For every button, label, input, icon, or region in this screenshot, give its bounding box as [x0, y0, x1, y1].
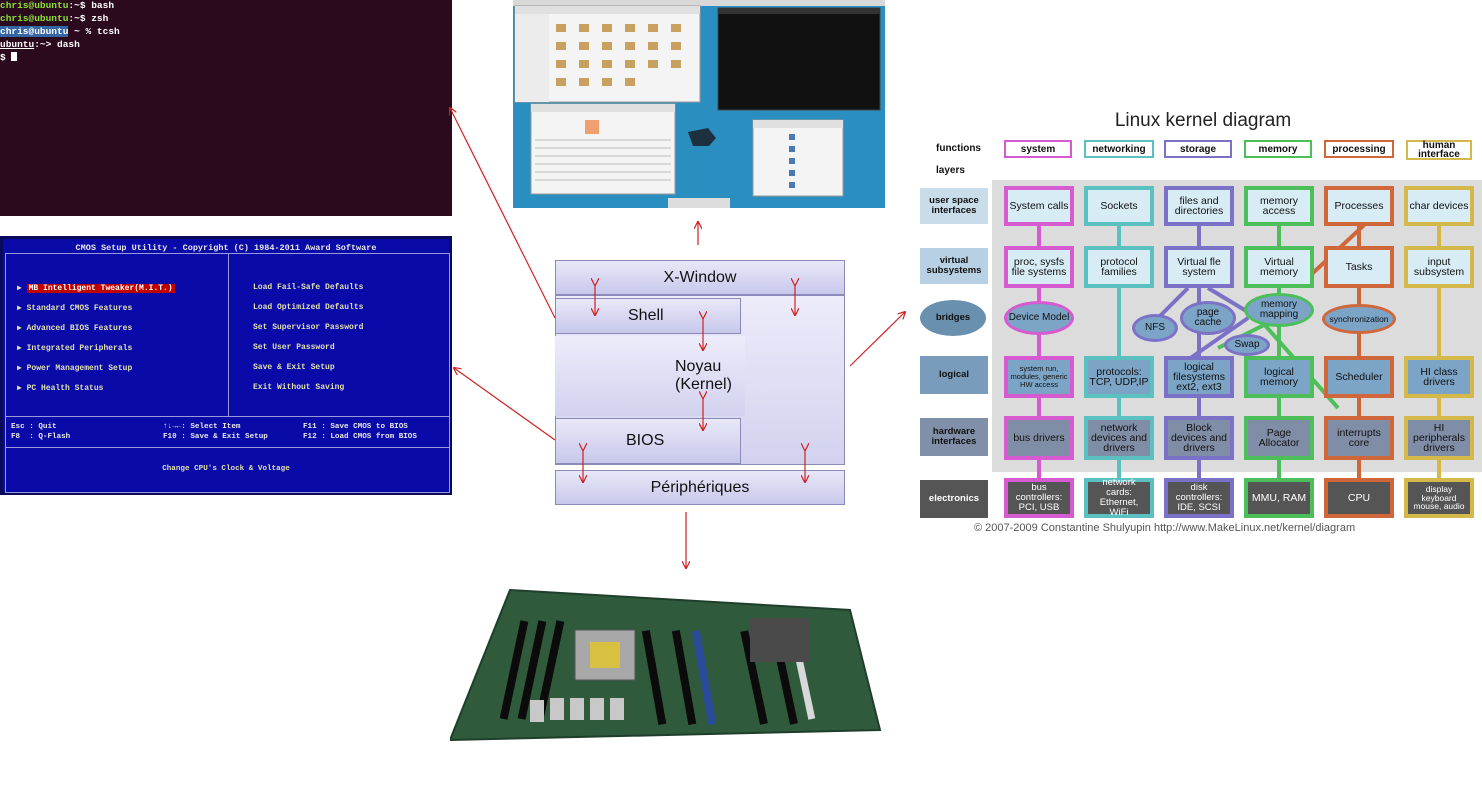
- cell-system-run: system run, modules, generic HW access: [1004, 356, 1074, 398]
- bios-menu-item[interactable]: ▶ MB Intelligent Tweaker(M.I.T.): [17, 284, 175, 293]
- bios-menu-item[interactable]: ▶ Standard CMOS Features: [17, 304, 133, 313]
- cell-page-allocator: Page Allocator: [1244, 416, 1314, 460]
- bios-menu-item[interactable]: Set User Password: [253, 343, 335, 352]
- cell-bus-controllers: bus controllers: PCI, USB: [1004, 478, 1074, 518]
- cell-nfs: NFS: [1132, 314, 1178, 342]
- layer-peripheriques: Périphériques: [555, 470, 845, 505]
- row-label-bridges: bridges: [920, 300, 986, 336]
- cell-network-devices: network devices and drivers: [1084, 416, 1154, 460]
- cell-protocol-families: protocol families: [1084, 246, 1154, 288]
- bios-menu-item[interactable]: ▶ Integrated Peripherals: [17, 344, 133, 353]
- row-label-logical: logical: [920, 356, 988, 394]
- bios-menu-item[interactable]: ▶ PC Health Status: [17, 384, 104, 393]
- layers-label: layers: [936, 165, 965, 176]
- terminal-screenshot: chris@ubuntu:~$ bash chris@ubuntu:~$ zsh…: [0, 0, 452, 216]
- arrow-kernel-to-diagram: [849, 312, 905, 367]
- bios-key-help: ↑↓→←: Select Item: [163, 423, 241, 431]
- cell-hi-peripherals: HI peripherals drivers: [1404, 416, 1474, 460]
- bios-screenshot: CMOS Setup Utility - Copyright (C) 1984-…: [0, 236, 452, 495]
- terminal-line: chris@ubuntu:~$ bash: [0, 0, 115, 11]
- arrow-shell-to-terminal: [450, 108, 556, 319]
- cell-memory-access: memory access: [1244, 186, 1314, 226]
- bios-key-help: F12 : Load CMOS from BIOS: [303, 433, 417, 441]
- cell-cpu: CPU: [1324, 478, 1394, 518]
- bios-menu-item[interactable]: Save & Exit Setup: [253, 363, 335, 372]
- cell-block-devices: Block devices and drivers: [1164, 416, 1234, 460]
- bios-menu-item[interactable]: ▶ Advanced BIOS Features: [17, 324, 133, 333]
- cell-char-devices: char devices: [1404, 186, 1474, 226]
- row-label-electronics: electronics: [920, 480, 988, 518]
- cell-bus-drivers: bus drivers: [1004, 416, 1074, 460]
- bios-key-help: Esc : Quit: [11, 423, 57, 431]
- bios-key-help: F10 : Save & Exit Setup: [163, 433, 268, 441]
- cell-hi-class-drivers: HI class drivers: [1404, 356, 1474, 398]
- terminal-line: chris@ubuntu ~ % tcsh: [0, 26, 120, 37]
- layer-bios-label: BIOS: [626, 432, 665, 449]
- cell-scheduler: Scheduler: [1324, 356, 1394, 398]
- cell-input-subsystem: input subsystem: [1404, 246, 1474, 288]
- column-header-processing: processing: [1324, 140, 1394, 158]
- desktop-screenshot: [513, 0, 885, 208]
- cell-mmu-ram: MMU, RAM: [1244, 478, 1314, 518]
- bios-menu-item[interactable]: Set Supervisor Password: [253, 323, 364, 332]
- cell-synchronization: synchronization: [1322, 304, 1396, 334]
- cell-network-cards: network cards: Ethernet, WiFi: [1084, 478, 1154, 518]
- layer-shell: Shell: [555, 298, 741, 334]
- kernel-diagram-copyright: © 2007-2009 Constantine Shulyupin http:/…: [974, 522, 1356, 534]
- bios-menu-item[interactable]: ▶ Power Management Setup: [17, 364, 133, 373]
- cell-proc-sysfs: proc, sysfs file systems: [1004, 246, 1074, 288]
- layer-kernel-label: Noyau (Kernel): [675, 358, 732, 393]
- bios-title: CMOS Setup Utility - Copyright (C) 1984-…: [75, 243, 377, 253]
- cell-virtual-fs: Virtual fle system: [1164, 246, 1234, 288]
- cell-swap: Swap: [1224, 334, 1270, 356]
- column-header-networking: networking: [1084, 140, 1154, 158]
- cell-display-keyboard: display keyboard mouse, audio: [1404, 478, 1474, 518]
- cell-interrupts-core: interrupts core: [1324, 416, 1394, 460]
- terminal-line: chris@ubuntu:~$ zsh: [0, 13, 109, 24]
- bios-key-help: F11 : Save CMOS to BIOS: [303, 423, 408, 431]
- terminal-line: ubuntu:~> dash: [0, 39, 80, 50]
- layer-xwindow-label: X-Window: [663, 268, 737, 286]
- linux-kernel-diagram: Linux kernel diagram functions layers sy…: [918, 108, 1482, 538]
- column-header-memory: memory: [1244, 140, 1312, 158]
- terminal-line: $: [0, 52, 18, 63]
- cell-page-cache: page cache: [1180, 301, 1236, 335]
- layer-peripheriques-label: Périphériques: [650, 478, 750, 496]
- cell-protocols: protocols: TCP, UDP,IP: [1084, 356, 1154, 398]
- terminal-cursor: [11, 52, 18, 61]
- cell-disk-controllers: disk controllers: IDE, SCSI: [1164, 478, 1234, 518]
- bios-menu-item[interactable]: Exit Without Saving: [253, 383, 345, 392]
- bios-footer-help: Change CPU's Clock & Voltage: [162, 465, 290, 473]
- arrow-bios-to-screen: [454, 368, 556, 441]
- cell-processes: Processes: [1324, 186, 1394, 226]
- row-label-hardware-interfaces: hardware interfaces: [920, 418, 988, 456]
- row-label-user-space: user space interfaces: [920, 188, 988, 224]
- cell-system-calls: System calls: [1004, 186, 1074, 226]
- cell-logical-fs: logical filesystems ext2, ext3: [1164, 356, 1234, 398]
- cell-files-directories: files and directories: [1164, 186, 1234, 226]
- cell-sockets: Sockets: [1084, 186, 1154, 226]
- bios-footer-panel: [5, 447, 450, 493]
- cell-logical-memory: logical memory: [1244, 356, 1314, 398]
- column-header-system: system: [1004, 140, 1072, 158]
- functions-label: functions: [936, 143, 981, 154]
- layer-shell-label: Shell: [628, 307, 664, 324]
- cell-device-model: Device Model: [1004, 301, 1074, 335]
- bios-menu-item[interactable]: Load Optimized Defaults: [253, 303, 364, 312]
- column-header-storage: storage: [1164, 140, 1232, 158]
- bios-key-help: F8 : Q-Flash: [11, 433, 71, 441]
- desktop-illustration: [513, 0, 885, 208]
- cell-virtual-memory: Virtual memory: [1244, 246, 1314, 288]
- cell-memory-mapping: memory mapping: [1244, 293, 1314, 327]
- column-header-human-interface: human interface: [1406, 140, 1472, 160]
- bios-menu-item[interactable]: Load Fail-Safe Defaults: [253, 283, 364, 292]
- motherboard-photo: [448, 580, 890, 770]
- row-label-virtual-subsystems: virtual subsystems: [920, 248, 988, 284]
- kernel-diagram-title: Linux kernel diagram: [1114, 110, 1292, 131]
- layer-kernel: Noyau (Kernel): [555, 336, 745, 416]
- cell-tasks: Tasks: [1324, 246, 1394, 288]
